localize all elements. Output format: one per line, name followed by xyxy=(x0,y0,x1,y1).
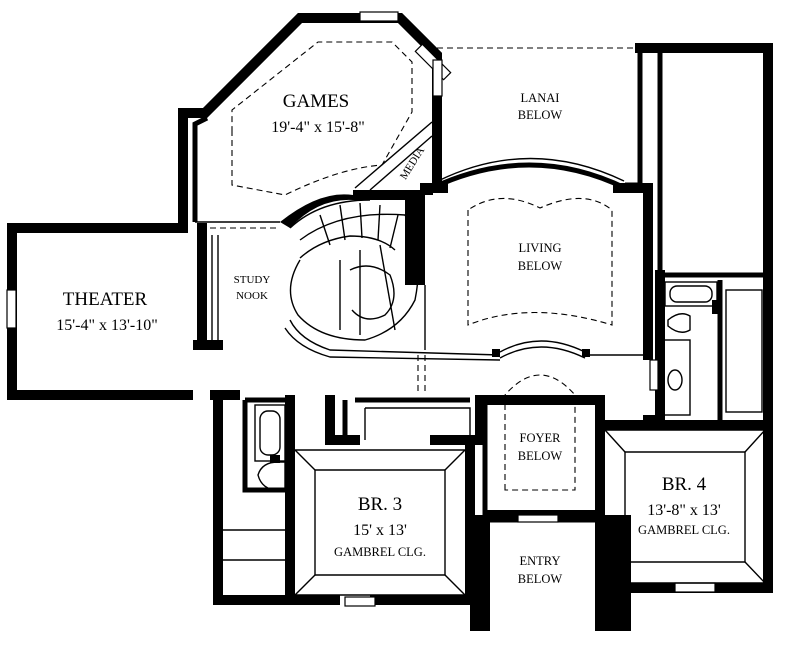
br4-name: BR. 4 xyxy=(662,474,707,495)
media-label: MEDIA xyxy=(398,145,427,182)
living-line1: LIVING xyxy=(518,241,561,255)
theater-room: THEATER 15'-4" x 13'-10" xyxy=(6,223,193,400)
theater-name: THEATER xyxy=(63,289,148,310)
living-line2: BELOW xyxy=(518,259,563,273)
bath-right xyxy=(649,270,773,430)
br4-ceiling: GAMBREL CLG. xyxy=(638,523,730,537)
br3-dims: 15' x 13' xyxy=(353,522,407,539)
study-line2: NOOK xyxy=(236,290,268,302)
games-room-dims: 19'-4" x 15'-8" xyxy=(271,119,364,136)
foyer-line2: BELOW xyxy=(518,449,563,463)
entry-below: ENTRY BELOW xyxy=(470,514,631,631)
br3-name: BR. 3 xyxy=(358,494,402,515)
spiral-stair xyxy=(280,194,648,395)
living-below: LIVING BELOW xyxy=(420,157,653,360)
theater-dims: 15'-4" x 13'-10" xyxy=(56,317,157,334)
right-closet xyxy=(643,43,773,425)
lanai-line1: LANAI xyxy=(521,91,560,105)
foyer-line1: FOYER xyxy=(520,431,562,445)
bath-left xyxy=(210,390,300,605)
bedroom-4: BR. 4 13'-8" x 13' GAMBREL CLG. xyxy=(595,420,773,593)
study-line1: STUDY xyxy=(234,274,271,286)
entry-line1: ENTRY xyxy=(520,554,561,568)
lanai-line2: BELOW xyxy=(518,108,563,122)
study-nook: STUDY NOOK xyxy=(193,223,271,350)
foyer-below: FOYER BELOW xyxy=(475,374,605,520)
games-room-name: GAMES xyxy=(283,91,350,112)
games-room: GAMES 19'-4" x 15'-8" xyxy=(178,11,452,229)
br3-ceiling: GAMBREL CLG. xyxy=(334,545,426,559)
bedroom-3: BR. 3 15' x 13' GAMBREL CLG. xyxy=(285,395,485,607)
entry-line2: BELOW xyxy=(518,572,563,586)
br4-dims: 13'-8" x 13' xyxy=(647,502,721,519)
